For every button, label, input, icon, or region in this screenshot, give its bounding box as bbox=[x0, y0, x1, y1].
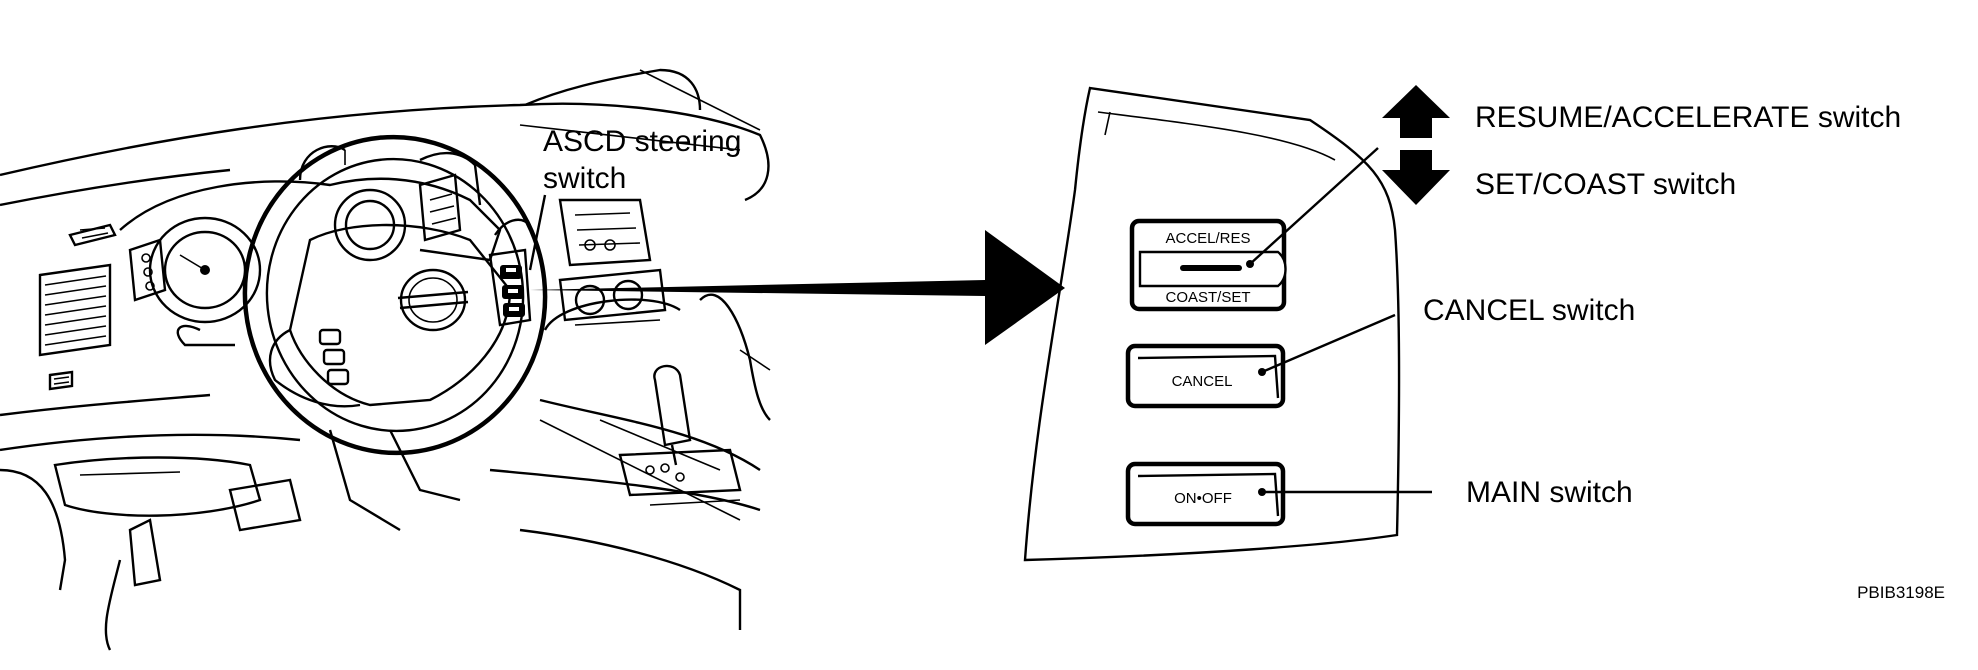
cancel-button[interactable]: CANCEL bbox=[1125, 343, 1286, 409]
ascd-leader-line bbox=[528, 194, 547, 271]
figure-code: PBIB3198E bbox=[1857, 583, 1945, 602]
on-off-label: ON•OFF bbox=[1174, 490, 1232, 507]
accel-coast-leader bbox=[1249, 147, 1379, 265]
cancel-switch-label: CANCEL switch bbox=[1423, 294, 1635, 327]
main-button[interactable]: ON•OFF bbox=[1125, 461, 1286, 527]
cockpit-illustration bbox=[0, 68, 771, 651]
main-switch-label: MAIN switch bbox=[1466, 476, 1633, 509]
cancel-label: CANCEL bbox=[1172, 373, 1233, 390]
accel-coast-button[interactable]: ACCEL/RES COAST/SET bbox=[1129, 218, 1287, 312]
zoom-arrow bbox=[530, 230, 1065, 345]
ascd-label-line1: ASCD steering bbox=[543, 125, 741, 158]
up-down-arrow-icon bbox=[1382, 85, 1450, 205]
ascd-label-line2: switch bbox=[543, 162, 626, 195]
switch-panel bbox=[1023, 86, 1401, 562]
set-coast-label: SET/COAST switch bbox=[1475, 168, 1736, 201]
accel-res-label: ACCEL/RES bbox=[1165, 230, 1250, 247]
cancel-leader bbox=[1261, 313, 1396, 374]
resume-accelerate-label: RESUME/ACCELERATE switch bbox=[1475, 101, 1901, 134]
coast-set-label: COAST/SET bbox=[1165, 289, 1250, 306]
